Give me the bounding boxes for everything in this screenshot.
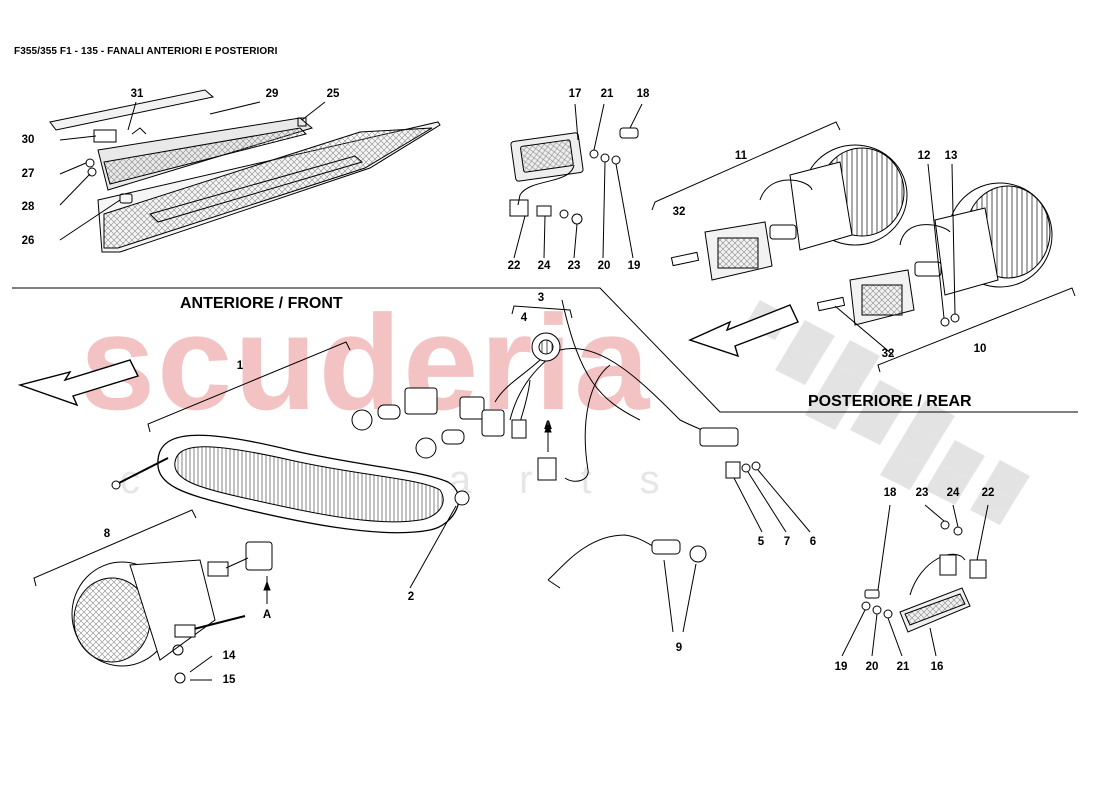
callout-21-top: 21 xyxy=(600,88,614,100)
callout-23-top: 23 xyxy=(567,260,581,272)
callout-22-bottom: 22 xyxy=(981,487,995,499)
callout-27: 27 xyxy=(21,168,35,180)
callout-31: 31 xyxy=(130,88,144,100)
callout-22-top: 22 xyxy=(507,260,521,272)
callout-7: 7 xyxy=(783,536,791,548)
callout-20-top: 20 xyxy=(597,260,611,272)
callout-6: 6 xyxy=(809,536,817,548)
checker-flag-watermark xyxy=(745,300,1030,525)
fog-light-group xyxy=(33,509,273,684)
callout-8: 8 xyxy=(103,528,111,540)
callout-24-bottom: 24 xyxy=(946,487,960,499)
callout-25: 25 xyxy=(326,88,340,100)
callout-9: 9 xyxy=(675,642,683,654)
section-separators xyxy=(12,287,1078,413)
callout-32-upper: 32 xyxy=(672,206,686,218)
callout-14: 14 xyxy=(222,650,236,662)
callout-a-harness: A xyxy=(543,420,553,432)
callout-5: 5 xyxy=(757,536,765,548)
callout-32-lower: 32 xyxy=(881,348,895,360)
callout-23-bottom: 23 xyxy=(915,487,929,499)
callout-10: 10 xyxy=(973,343,987,355)
side-marker-group xyxy=(509,103,643,259)
callout-3: 3 xyxy=(537,292,545,304)
callout-18-top: 18 xyxy=(636,88,650,100)
third-brake-light-group xyxy=(49,89,441,253)
sensor-group xyxy=(547,534,707,633)
callout-2: 2 xyxy=(407,591,415,603)
section-front-label: ANTERIORE / FRONT xyxy=(180,295,343,312)
callout-18-bottom: 18 xyxy=(883,487,897,499)
front-headlight-group xyxy=(17,299,811,589)
section-rear-label: POSTERIORE / REAR xyxy=(808,393,972,410)
callout-19-top: 19 xyxy=(627,260,641,272)
callout-28: 28 xyxy=(21,201,35,213)
callout-15: 15 xyxy=(222,674,236,686)
side-marker-rear-group xyxy=(841,504,989,657)
rear-lights-group xyxy=(651,121,1076,373)
callout-4: 4 xyxy=(520,312,528,324)
callout-19-bottom: 19 xyxy=(834,661,848,673)
callout-26: 26 xyxy=(21,235,35,247)
callout-30: 30 xyxy=(21,134,35,146)
callout-12: 12 xyxy=(917,150,931,162)
callout-13: 13 xyxy=(944,150,958,162)
callout-a-foglight: A xyxy=(262,609,272,621)
callout-1: 1 xyxy=(236,360,244,372)
callout-17: 17 xyxy=(568,88,582,100)
page-title: F355/355 F1 - 135 - FANALI ANTERIORI E P… xyxy=(14,46,278,57)
callout-29: 29 xyxy=(265,88,279,100)
callout-24-top: 24 xyxy=(537,260,551,272)
callout-16: 16 xyxy=(930,661,944,673)
callout-21-bottom: 21 xyxy=(896,661,910,673)
callout-11: 11 xyxy=(734,150,748,162)
callout-20-bottom: 20 xyxy=(865,661,879,673)
